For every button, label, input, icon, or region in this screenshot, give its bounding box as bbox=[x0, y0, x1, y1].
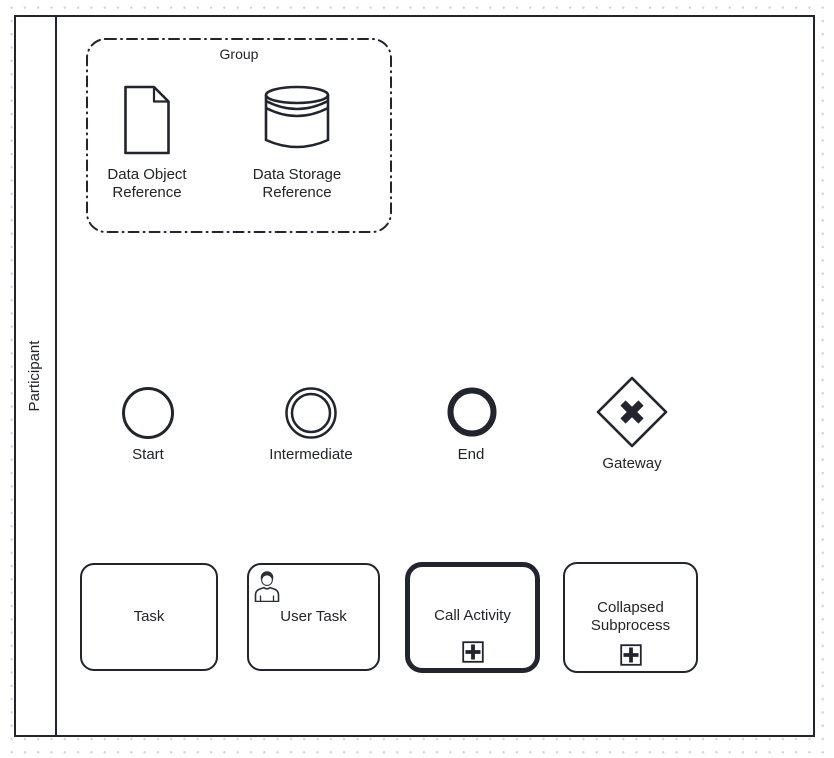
start-event-shape[interactable] bbox=[119, 384, 177, 442]
subprocess-plus-icon bbox=[619, 644, 642, 666]
end-event-shape[interactable] bbox=[443, 383, 501, 441]
data-object-label[interactable]: Data Object Reference bbox=[107, 166, 187, 201]
group-label[interactable]: Group bbox=[219, 46, 259, 62]
gateway-shape[interactable] bbox=[595, 375, 669, 449]
collapsed-subprocess-shape[interactable]: Collapsed Subprocess bbox=[563, 562, 698, 673]
data-storage-reference[interactable] bbox=[227, 84, 367, 152]
data-object-reference[interactable] bbox=[77, 84, 217, 156]
group-shape[interactable] bbox=[84, 36, 394, 236]
pool-name-divider bbox=[55, 15, 57, 737]
end-event-label[interactable]: End bbox=[457, 446, 485, 463]
subprocess-plus-icon bbox=[461, 641, 484, 663]
data-storage-label[interactable]: Data Storage Reference bbox=[252, 166, 342, 201]
intermediate-event-shape[interactable] bbox=[282, 384, 340, 442]
call-activity-label: Call Activity bbox=[434, 607, 511, 624]
document-icon bbox=[124, 85, 170, 155]
task-label: Task bbox=[133, 608, 165, 625]
call-activity-shape[interactable]: Call Activity bbox=[405, 562, 540, 673]
task-shape[interactable]: Task bbox=[80, 563, 218, 671]
x-marker-icon bbox=[620, 400, 644, 424]
user-icon bbox=[254, 571, 280, 602]
participant-label[interactable]: Participant bbox=[26, 340, 43, 412]
user-task-label: User Task bbox=[280, 608, 347, 625]
user-task-shape[interactable]: User Task bbox=[247, 563, 380, 671]
start-event-label[interactable]: Start bbox=[132, 446, 164, 463]
intermediate-event-label[interactable]: Intermediate bbox=[269, 446, 353, 463]
database-icon bbox=[264, 85, 330, 149]
gateway-label[interactable]: Gateway bbox=[602, 455, 662, 472]
collapsed-subprocess-label: Collapsed Subprocess bbox=[590, 599, 671, 634]
